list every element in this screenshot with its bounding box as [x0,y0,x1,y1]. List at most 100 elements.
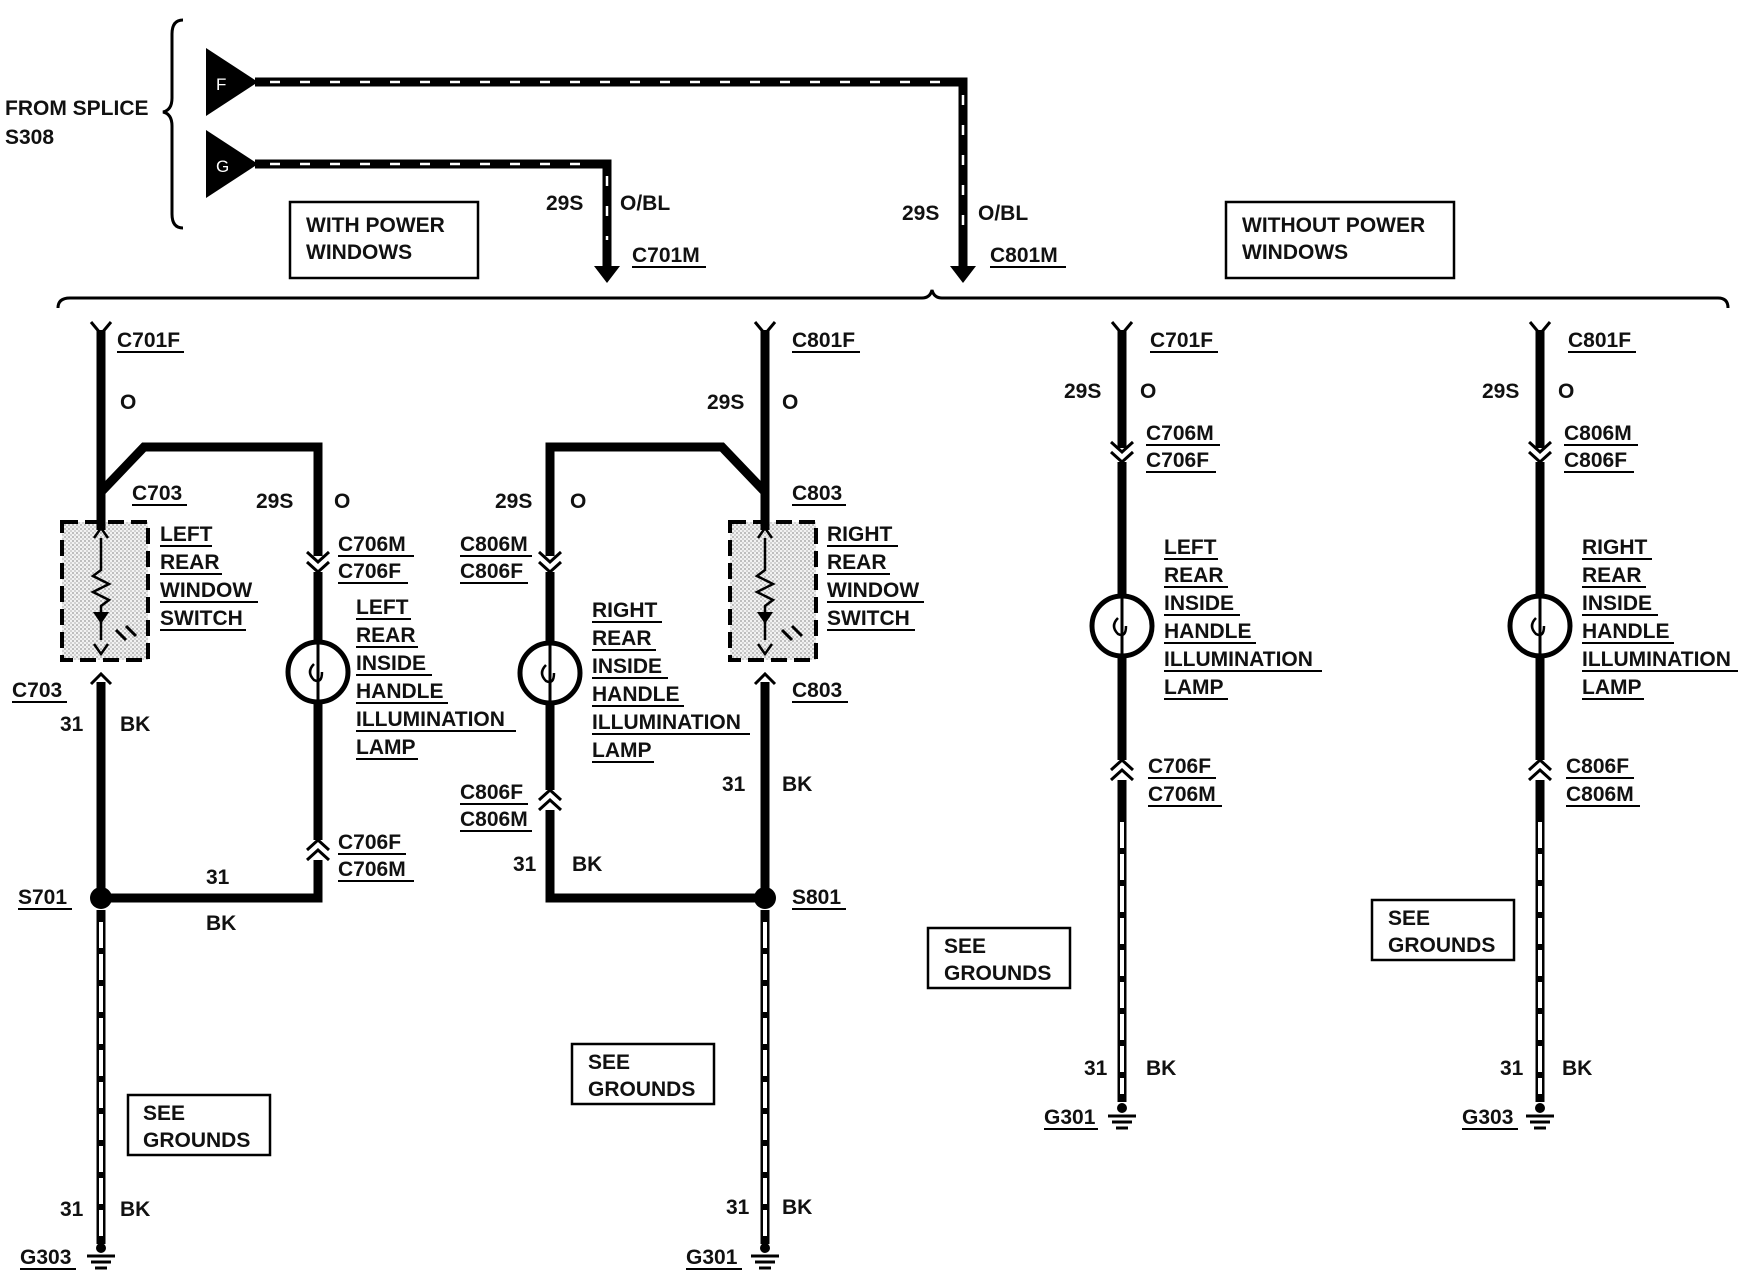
svg-text:WINDOW: WINDOW [827,579,919,602]
svg-text:REAR: REAR [356,624,416,647]
feed-f-connector: C801M [990,244,1058,267]
svg-text:GROUNDS: GROUNDS [1388,934,1495,957]
col2-see-grounds: SEE GROUNDS [570,1042,716,1106]
col1-ground-icon [87,1243,115,1270]
col2-lamp-label: RIGHT REAR INSIDE HANDLE ILLUMINATION LA… [592,599,750,763]
col4-ground-icon [1526,1103,1554,1130]
svg-text:BK: BK [1562,1057,1592,1080]
svg-text:BK: BK [782,1196,812,1219]
col1-link-color: BK [206,912,236,935]
svg-text:C806M: C806M [1564,422,1632,445]
col2-switch-label: RIGHT REAR WINDOW SWITCH [827,523,924,631]
svg-text:31: 31 [513,853,537,876]
svg-text:C706M: C706M [1146,422,1214,445]
col1-splice-label: S701 [18,886,67,909]
svg-text:C706M: C706M [1148,783,1216,806]
svg-text:ILLUMINATION: ILLUMINATION [592,711,741,734]
pin-f-label: F [216,75,226,94]
svg-text:C706M: C706M [338,858,406,881]
col4-lamp-icon [1507,593,1573,659]
svg-text:LAMP: LAMP [592,739,652,762]
svg-text:C706F: C706F [338,831,401,854]
col1-see-grounds: SEE GROUNDS [126,1093,272,1157]
svg-text:C806F: C806F [460,560,523,583]
col3-lamp-label: LEFT REAR INSIDE HANDLE ILLUMINATION LAM… [1164,536,1322,700]
svg-text:SWITCH: SWITCH [160,607,243,630]
splice-bracket [162,18,184,230]
svg-text:ILLUMINATION: ILLUMINATION [356,708,505,731]
splice-label-line1: FROM SPLICE [5,97,149,120]
svg-text:LEFT: LEFT [356,596,409,619]
svg-text:C806F: C806F [1566,755,1629,778]
svg-text:GROUNDS: GROUNDS [143,1129,250,1152]
svg-text:BK: BK [120,1198,150,1221]
svg-text:C706F: C706F [338,560,401,583]
pin-f-arrow [206,48,258,116]
svg-text:SEE: SEE [1388,907,1430,930]
svg-text:WITHOUT POWER: WITHOUT POWER [1242,214,1425,237]
col4-lamp-label: RIGHT REAR INSIDE HANDLE ILLUMINATION LA… [1582,536,1738,700]
svg-text:SEE: SEE [944,935,986,958]
col3-ground-label: G301 [1044,1106,1096,1129]
svg-text:WINDOWS: WINDOWS [1242,241,1348,264]
svg-text:INSIDE: INSIDE [356,652,426,675]
svg-text:31: 31 [60,713,84,736]
col2-ground-icon [751,1243,779,1270]
feed-g-color: O/BL [620,192,670,215]
svg-text:ILLUMINATION: ILLUMINATION [1164,648,1313,671]
feed-wire-f: 29S O/BL C801M [255,77,1066,283]
svg-text:BK: BK [120,713,150,736]
column-right-manual: C801F 29S O C806M C806F RIGHT REAR INSID… [1370,321,1738,1130]
feed-wire-g: 29S O/BL C701M [255,159,706,283]
svg-text:LAMP: LAMP [1582,676,1642,699]
col1-branch-circuit: 29S [256,490,293,513]
col2-top-connector: C801F [792,329,855,352]
svg-text:29S: 29S [495,490,532,513]
col1-switch-out-connector: C703 [12,679,62,702]
svg-text:REAR: REAR [1164,564,1224,587]
col3-ground-icon [1108,1103,1136,1130]
svg-text:HANDLE: HANDLE [356,680,444,703]
col1-branch-color: O [334,490,350,513]
svg-text:LAMP: LAMP [356,736,416,759]
svg-text:RIGHT: RIGHT [827,523,893,546]
svg-text:WINDOWS: WINDOWS [306,241,412,264]
svg-text:29S: 29S [1064,380,1101,403]
svg-text:INSIDE: INSIDE [1582,592,1652,615]
svg-text:LEFT: LEFT [1164,536,1217,559]
svg-text:SWITCH: SWITCH [827,607,910,630]
col2-splice-dot [754,887,776,909]
pin-g-arrow [206,130,258,198]
svg-text:31: 31 [1084,1057,1108,1080]
svg-text:C706M: C706M [338,533,406,556]
svg-text:O: O [570,490,586,513]
svg-text:C806M: C806M [460,808,528,831]
svg-text:C706F: C706F [1146,449,1209,472]
svg-text:O: O [1558,380,1574,403]
svg-text:RIGHT: RIGHT [1582,536,1648,559]
pin-g-label: G [216,157,229,176]
col3-top-connector: C701F [1150,329,1213,352]
col2-lamp-icon [517,640,583,706]
svg-text:INSIDE: INSIDE [1164,592,1234,615]
col2-splice-label: S801 [792,886,841,909]
svg-text:GROUNDS: GROUNDS [588,1078,695,1101]
svg-text:LAMP: LAMP [1164,676,1224,699]
splice-label-line2: S308 [5,126,54,149]
col2-ground-label: G301 [686,1246,738,1269]
col1-switch-connector: C703 [132,482,182,505]
svg-text:BK: BK [572,853,602,876]
col4-see-grounds: SEE GROUNDS [1370,898,1516,962]
svg-text:WITH POWER: WITH POWER [306,214,445,237]
col1-link-circuit: 31 [206,866,230,889]
col1-switch-label: LEFT REAR WINDOW SWITCH [160,523,258,631]
column-right-power: C801F 29S O C803 29S O C806M C806F RIGHT… [460,321,924,1270]
svg-text:HANDLE: HANDLE [1582,620,1670,643]
svg-text:C806F: C806F [1564,449,1627,472]
svg-text:29S: 29S [1482,380,1519,403]
col4-top-connector: C801F [1568,329,1631,352]
col1-lamp-icon [285,639,351,705]
svg-text:RIGHT: RIGHT [592,599,658,622]
